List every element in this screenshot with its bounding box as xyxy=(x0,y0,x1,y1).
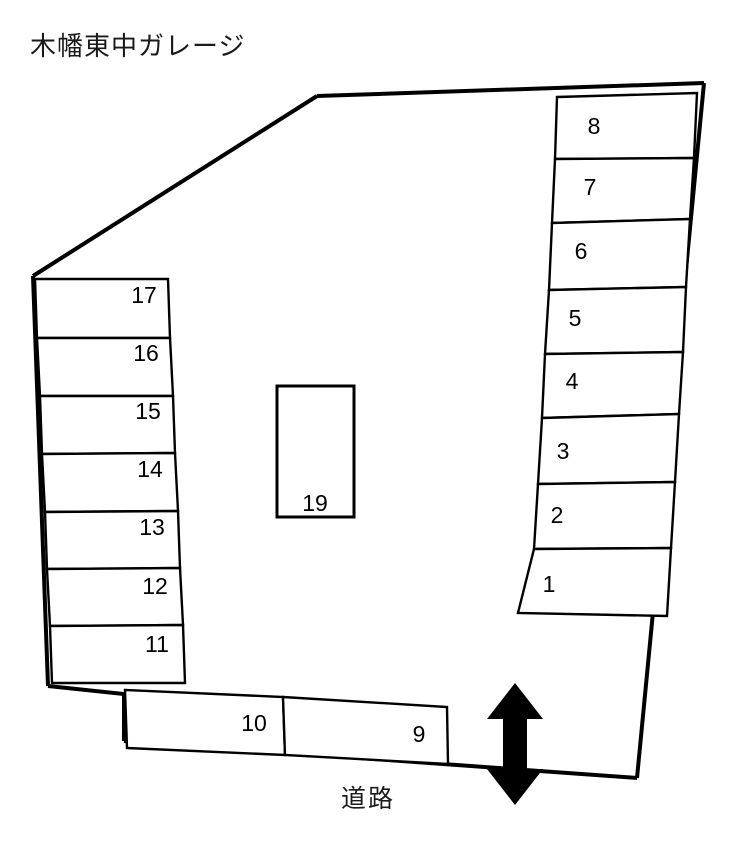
entrance-arrow-shape xyxy=(487,683,543,805)
stall-group-right: 8 7 6 5 4 3 2 1 xyxy=(516,91,699,618)
boundary-southwest-notch xyxy=(47,684,126,741)
stall-8[interactable] xyxy=(553,91,699,161)
stall-19-label: 19 xyxy=(302,490,328,516)
stall-12-label: 12 xyxy=(142,573,168,599)
boundary-west-edge xyxy=(31,275,50,687)
boundary-northwest-diagonal xyxy=(31,94,319,278)
stall-6[interactable] xyxy=(547,217,692,292)
stall-13-label: 13 xyxy=(139,514,165,540)
stall-5-label: 5 xyxy=(569,305,582,331)
stall-2-label: 2 xyxy=(551,502,564,528)
stall-10-label: 10 xyxy=(241,710,267,736)
stall-9[interactable] xyxy=(281,695,450,766)
stall-11[interactable] xyxy=(48,623,187,685)
stall-3-label: 3 xyxy=(557,438,570,464)
stall-17-label: 17 xyxy=(131,282,157,308)
stall-6-label: 6 xyxy=(575,238,588,264)
stall-9-label: 9 xyxy=(413,721,426,747)
stall-4-label: 4 xyxy=(566,368,579,394)
stall-8-label: 8 xyxy=(588,113,601,139)
stall-7[interactable] xyxy=(550,156,696,225)
stall-4[interactable] xyxy=(540,350,685,420)
stall-16-label: 16 xyxy=(133,340,159,366)
stall-19[interactable] xyxy=(275,384,356,519)
boundary-north-edge xyxy=(316,81,705,98)
stall-group-center: 19 xyxy=(275,384,356,519)
road-label: 道路 xyxy=(341,785,395,813)
stall-1-label: 1 xyxy=(543,571,556,597)
stall-5[interactable] xyxy=(543,285,688,356)
page-title: 木幡東中ガレージ xyxy=(30,31,246,61)
stall-11-label: 11 xyxy=(145,631,169,657)
stall-15-label: 15 xyxy=(135,398,161,424)
stall-group-bottom: 10 9 xyxy=(123,688,450,766)
double-arrow-vertical-icon xyxy=(487,683,543,805)
stall-1[interactable] xyxy=(516,546,673,618)
stall-group-left: 17 16 15 14 13 12 11 xyxy=(33,277,187,685)
stall-7-label: 7 xyxy=(584,174,597,200)
stall-14-label: 14 xyxy=(137,456,163,482)
